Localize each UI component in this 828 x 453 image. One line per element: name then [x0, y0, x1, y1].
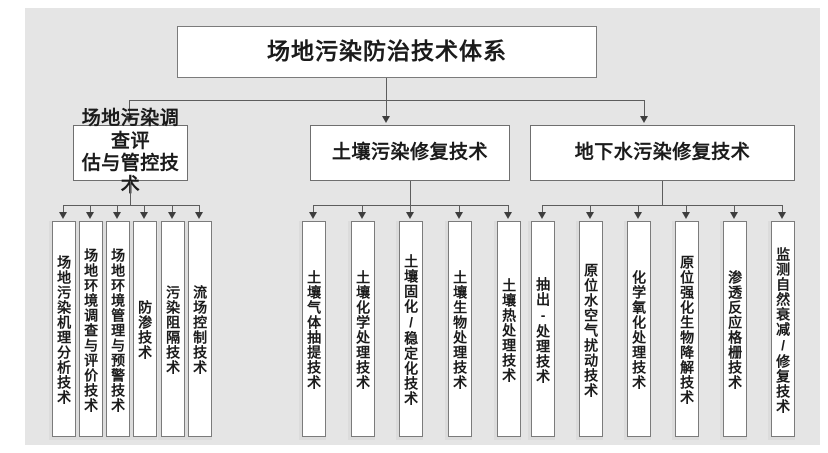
- leaf-label: 原位水空气扰动技术: [583, 262, 600, 398]
- root-stem: [386, 78, 387, 100]
- branch-node-site-survey: 场地污染调查评 估与管控技术: [73, 108, 188, 196]
- branch2-drop-2: [362, 205, 363, 214]
- branch1-arrow-4: [140, 212, 148, 219]
- branch1-arrow-6: [195, 212, 203, 219]
- leaf-node: 场地环境调查与评价技术: [79, 221, 103, 437]
- leaf-label: 抽出-处理技术: [535, 276, 552, 384]
- branch3-stem: [662, 181, 663, 205]
- leaf-label: 土壤热处理技术: [501, 277, 518, 383]
- branch3-drop-4: [686, 205, 687, 214]
- root-node: 场地污染防治技术体系: [177, 26, 597, 78]
- leaf-node: 场地污染机理分析技术: [52, 221, 76, 437]
- leaf-node: 土壤化学处理技术: [351, 221, 375, 437]
- branch3-arrow-1: [538, 212, 546, 219]
- leaf-label: 土壤生物处理技术: [452, 270, 469, 390]
- branch1-drop-3: [117, 205, 118, 214]
- leaf-node: 防渗技术: [133, 221, 157, 437]
- branch1-drop-2: [90, 205, 91, 214]
- branch1-arrow-2: [86, 212, 94, 219]
- branch-node-groundwater-remediation: 地下水污染修复技术: [530, 125, 795, 181]
- leaf-label: 场地污染机理分析技术: [56, 255, 73, 405]
- leaf-label: 化学氧化处理技术: [631, 270, 648, 390]
- leaf-label: 污染阻隔技术: [165, 285, 182, 375]
- leaf-label: 原位强化生物降解技术: [679, 255, 696, 405]
- branch2-drop-5: [508, 205, 509, 214]
- branch-label-soil-remediation: 土壤污染修复技术: [331, 141, 488, 163]
- diagram-canvas: 场地污染防治技术体系 场地污染调查评 估与管控技术 土壤污染修复技术 地下水污染…: [25, 8, 820, 445]
- branch1-arrow-1: [59, 212, 67, 219]
- branch-label-site-survey: 场地污染调查评 估与管控技术: [81, 108, 180, 196]
- branch2-arrow-1: [309, 212, 317, 219]
- leaf-label: 场地环境调查与评价技术: [83, 247, 100, 413]
- level2-drop-1: [129, 100, 130, 118]
- leaf-node: 土壤固化/稳定化技术: [399, 221, 423, 437]
- leaf-node: 污染阻隔技术: [161, 221, 185, 437]
- branch3-drop-2: [590, 205, 591, 214]
- branch3-drop-3: [638, 205, 639, 214]
- leaf-label: 防渗技术: [137, 300, 154, 360]
- leaf-label: 土壤化学处理技术: [355, 270, 372, 390]
- branch1-bus: [63, 205, 199, 206]
- leaf-node: 土壤热处理技术: [497, 221, 521, 437]
- leaf-node: 抽出-处理技术: [531, 221, 555, 437]
- level2-arrow-1: [125, 116, 133, 123]
- branch3-drop-1: [542, 205, 543, 214]
- leaf-label: 场地环境管理与预警技术: [110, 247, 127, 413]
- branch1-drop-1: [63, 205, 64, 214]
- branch2-drop-3: [410, 205, 411, 214]
- branch3-drop-6: [782, 205, 783, 214]
- leaf-node: 化学氧化处理技术: [627, 221, 651, 437]
- branch3-arrow-5: [730, 212, 738, 219]
- level2-arrow-3: [640, 116, 648, 123]
- branch3-arrow-6: [778, 212, 786, 219]
- branch-label-groundwater-remediation: 地下水污染修复技术: [574, 141, 751, 163]
- branch1-drop-5: [172, 205, 173, 214]
- leaf-node: 原位水空气扰动技术: [579, 221, 603, 437]
- branch3-bus: [542, 205, 782, 206]
- leaf-label: 流场控制技术: [192, 285, 209, 375]
- branch3-arrow-4: [682, 212, 690, 219]
- branch2-stem: [410, 181, 411, 205]
- branch1-drop-4: [144, 205, 145, 214]
- level2-drop-3: [644, 100, 645, 118]
- leaf-label: 土壤气体抽提技术: [306, 270, 323, 390]
- branch2-arrow-4: [455, 212, 463, 219]
- leaf-node: 土壤生物处理技术: [448, 221, 472, 437]
- branch3-arrow-3: [634, 212, 642, 219]
- leaf-node: 原位强化生物降解技术: [675, 221, 699, 437]
- leaf-label: 监测自然衰减/修复技术: [775, 246, 792, 414]
- level2-arrow-2: [382, 116, 390, 123]
- branch3-drop-5: [734, 205, 735, 214]
- branch3-arrow-2: [586, 212, 594, 219]
- branch1-arrow-5: [168, 212, 176, 219]
- branch2-drop-1: [313, 205, 314, 214]
- branch2-arrow-5: [504, 212, 512, 219]
- branch1-drop-6: [199, 205, 200, 214]
- level2-drop-2: [386, 100, 387, 118]
- leaf-node: 场地环境管理与预警技术: [106, 221, 130, 437]
- leaf-node: 流场控制技术: [188, 221, 212, 437]
- branch-node-soil-remediation: 土壤污染修复技术: [310, 125, 510, 181]
- branch2-bus: [313, 205, 509, 206]
- branch2-arrow-3: [406, 212, 414, 219]
- leaf-label: 渗透反应格栅技术: [727, 270, 744, 390]
- leaf-node: 监测自然衰减/修复技术: [771, 221, 795, 437]
- leaf-label: 土壤固化/稳定化技术: [403, 254, 420, 406]
- leaf-node: 土壤气体抽提技术: [302, 221, 326, 437]
- leaf-node: 渗透反应格栅技术: [723, 221, 747, 437]
- branch2-arrow-2: [358, 212, 366, 219]
- branch1-stem: [130, 181, 131, 205]
- branch2-drop-4: [459, 205, 460, 214]
- branch1-arrow-3: [113, 212, 121, 219]
- root-node-label: 场地污染防治技术体系: [267, 38, 507, 65]
